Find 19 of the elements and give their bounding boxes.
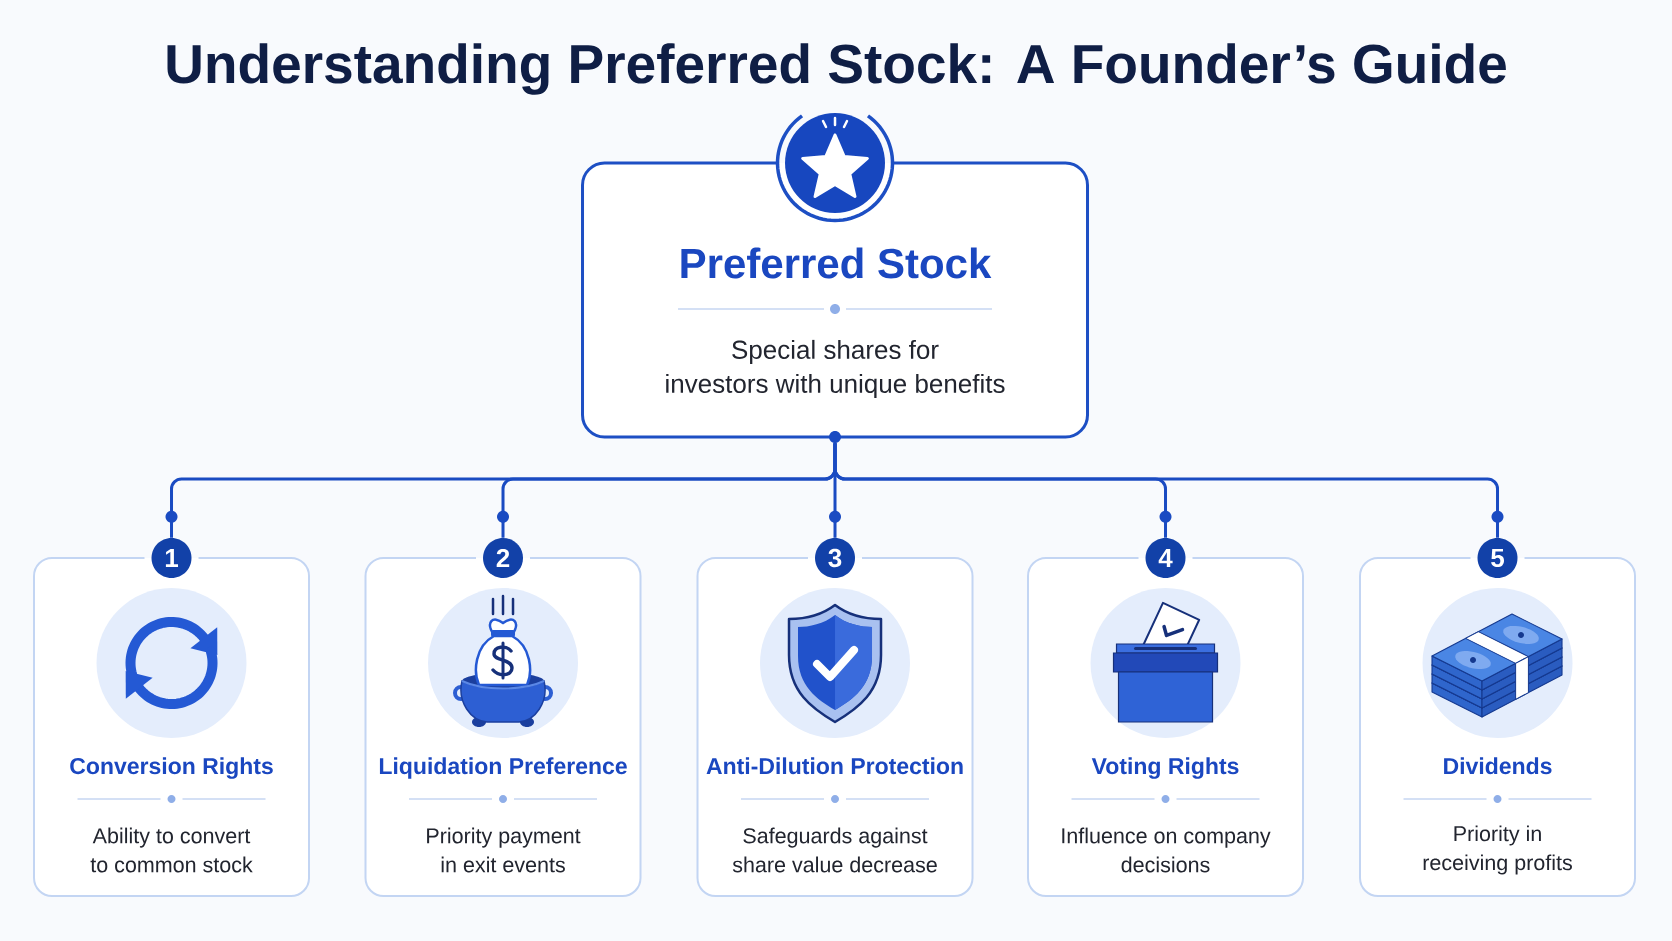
card-title: Liquidation Preference <box>379 757 627 779</box>
description: Priority in receiving profits <box>1423 825 1572 875</box>
number-badge: 2 <box>483 538 523 578</box>
card-title: Voting Rights <box>1091 757 1239 779</box>
card-title: Dividends <box>1444 757 1552 775</box>
description: Safeguards against share value decrease <box>732 827 937 873</box>
description: Special shares for investors with unique benefits <box>666 339 1005 399</box>
info-box <box>581 161 1089 443</box>
number-badge: 5 <box>1477 538 1518 578</box>
description: Influence on company decisions <box>1062 827 1271 873</box>
number-badge: 4 <box>1145 538 1186 578</box>
card-title: Conversion Rights <box>70 757 273 779</box>
description: Ability to convert to common stock <box>90 827 253 873</box>
number-badge: 1 <box>151 538 192 578</box>
description: Priority payment in exit events <box>427 827 581 873</box>
heading: Preferred Stock <box>681 247 992 279</box>
number-badge: 3 <box>815 538 855 578</box>
card-title: Anti-Dilution Protection <box>706 757 963 775</box>
title: Understanding Preferred Stock: A Founder’s Guide <box>167 43 1506 95</box>
